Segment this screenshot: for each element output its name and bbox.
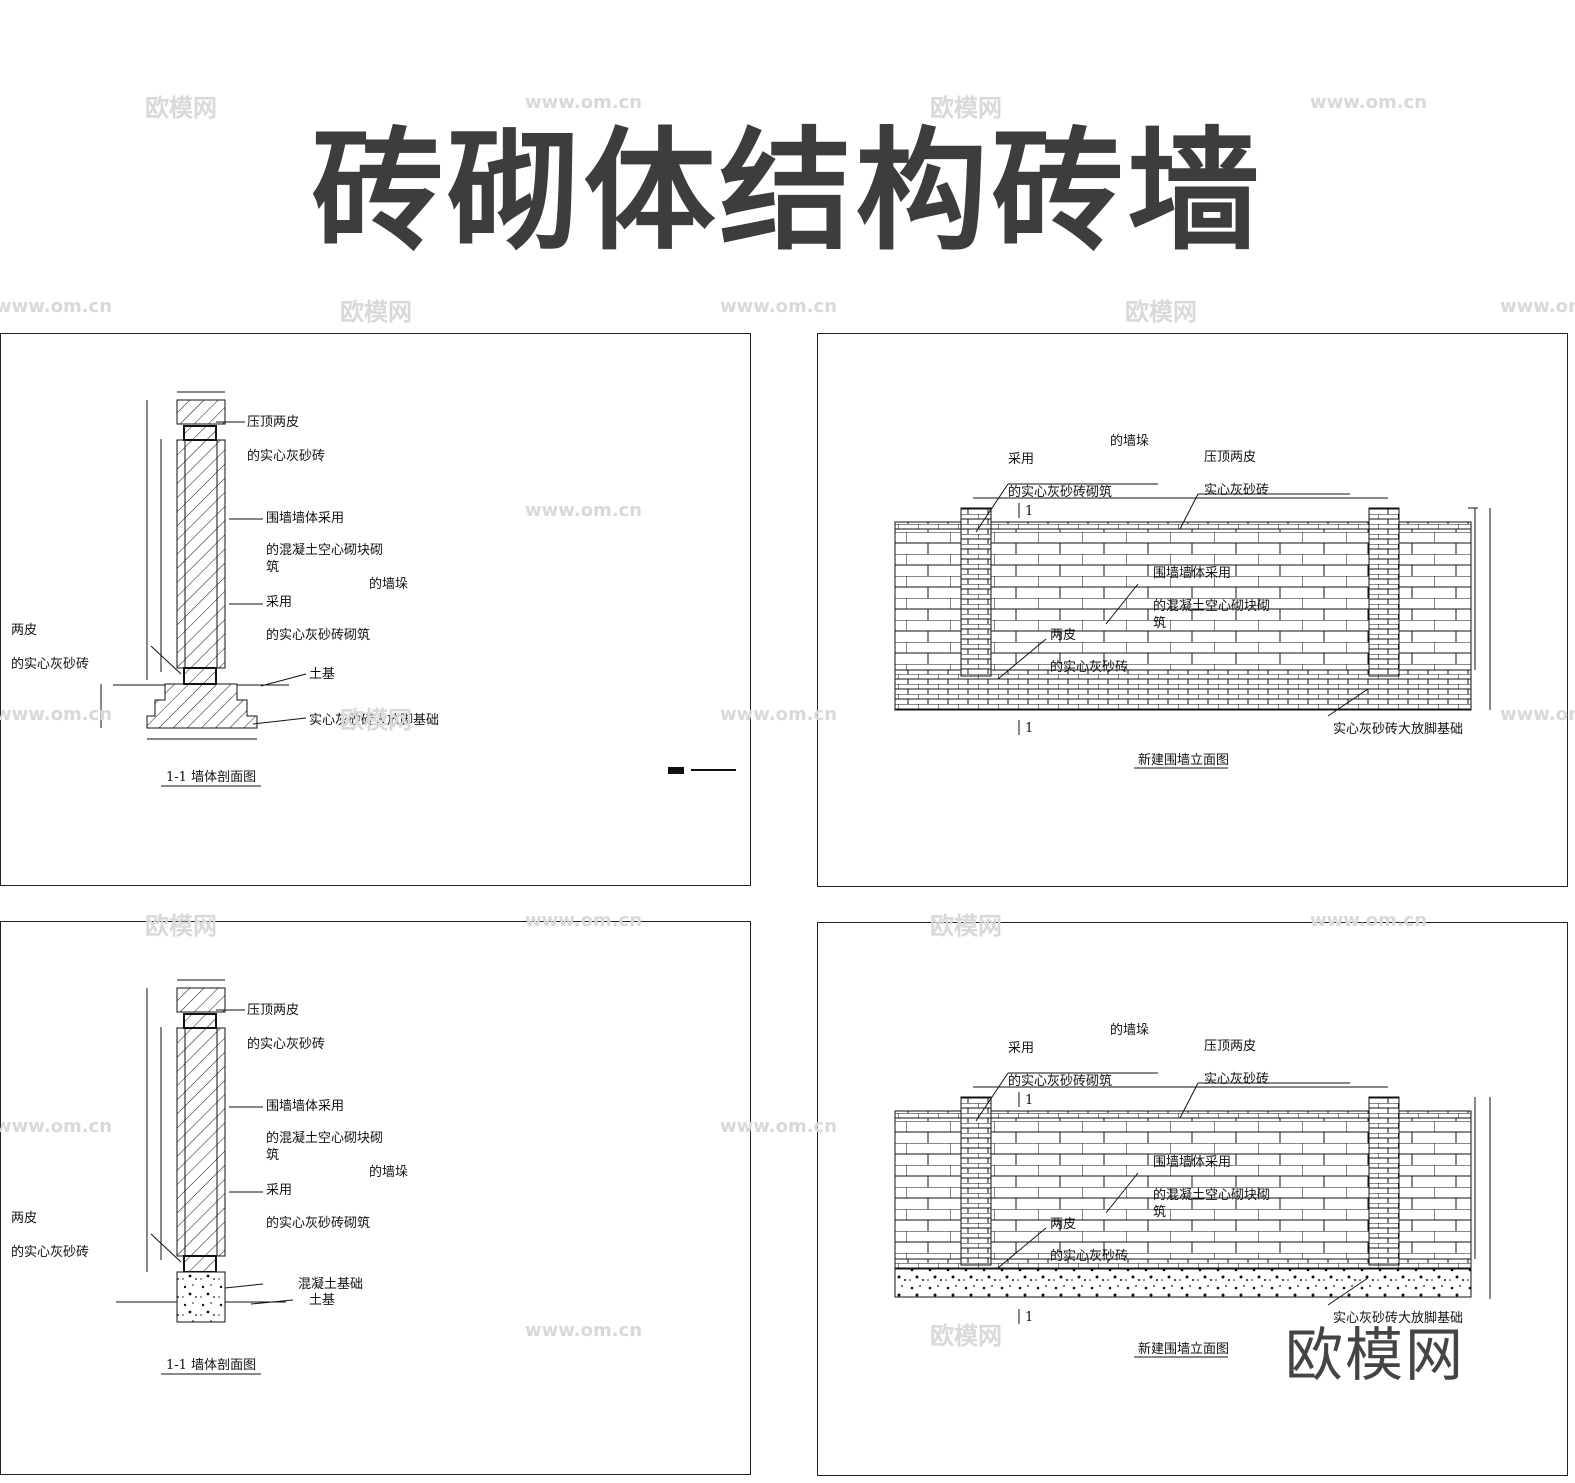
watermark-url: www.om.cn bbox=[525, 500, 643, 521]
label-pier-use: 采用 bbox=[266, 595, 292, 610]
label-cap-brick: 实心灰砂砖 bbox=[1204, 483, 1269, 498]
label-two-courses-brick: 的实心灰砂砖 bbox=[11, 656, 89, 672]
label-two-courses: 两皮 bbox=[1050, 1217, 1076, 1232]
section-mark: 1 bbox=[1025, 504, 1033, 519]
section-drawing-panel: 压顶两皮 的实心灰砂砖 围墙墙体采用 的混凝土空心砌块砌 筑 的墙垛 采用 的实… bbox=[0, 333, 751, 886]
watermark-url: www.om.cn bbox=[720, 704, 838, 725]
label-pier: 的墙垛 bbox=[369, 576, 408, 592]
page-title: 砖砌体结构砖墙 bbox=[311, 115, 1264, 269]
watermark-url: www.om.cn bbox=[525, 92, 643, 113]
label-wall-block: 的混凝土空心砌块砌 bbox=[266, 1130, 383, 1146]
watermark-brand: 欧模网 bbox=[340, 706, 412, 734]
watermark-url: www.om.cn bbox=[1500, 704, 1575, 725]
watermark-url: www.om.cn bbox=[0, 704, 113, 725]
label-footing: 实心灰砂砖大放脚基础 bbox=[1333, 721, 1463, 737]
label-pier: 的墙垛 bbox=[369, 1164, 408, 1180]
label-pier: 的墙垛 bbox=[1110, 1022, 1149, 1038]
label-wall-block: 的混凝土空心砌块砌 bbox=[1153, 1187, 1270, 1203]
watermark-brand: 欧模网 bbox=[930, 912, 1002, 940]
label-cap: 压顶两皮 bbox=[1204, 1039, 1256, 1054]
label-wall-material: 围墙墙体采用 bbox=[266, 511, 344, 526]
elevation-drawing-panel: 的墙垛 采用 压顶两皮 的实心灰砂砖砌筑 实心灰砂砖 围墙墙体采用 的混凝土空心… bbox=[817, 333, 1568, 887]
section-mark: 1 bbox=[1025, 1310, 1033, 1325]
label-wall-block-2: 筑 bbox=[1153, 615, 1166, 631]
label-pier-use: 采用 bbox=[266, 1183, 292, 1198]
label-wall-material: 围墙墙体采用 bbox=[1153, 1155, 1231, 1170]
label-wall-block-2: 筑 bbox=[266, 559, 279, 575]
watermark-url: www.om.cn bbox=[1310, 910, 1428, 931]
watermark-url: www.om.cn bbox=[525, 910, 643, 931]
elevation-drawing: 的墙垛 采用 压顶两皮 的实心灰砂砖砌筑 实心灰砂砖 围墙墙体采用 的混凝土空心… bbox=[894, 433, 1491, 769]
label-two-courses-brick: 的实心灰砂砖 bbox=[1050, 659, 1128, 675]
section-drawing-panel-concrete: 压顶两皮 的实心灰砂砖 围墙墙体采用 的混凝土空心砌块砌 筑 的墙垛 采用 的实… bbox=[0, 921, 751, 1475]
section-drawing: 压顶两皮 的实心灰砂砖 围墙墙体采用 的混凝土空心砌块砌 筑 的墙垛 采用 的实… bbox=[11, 391, 736, 787]
watermark-url: www.om.cn bbox=[1500, 296, 1575, 317]
section-drawing-concrete: 压顶两皮 的实心灰砂砖 围墙墙体采用 的混凝土空心砌块砌 筑 的墙垛 采用 的实… bbox=[11, 979, 408, 1375]
watermark-brand: 欧模网 bbox=[145, 94, 217, 122]
watermark-url: www.om.cn bbox=[525, 1320, 643, 1341]
watermark-url: www.om.cn bbox=[1310, 92, 1428, 113]
watermark-brand: 欧模网 bbox=[145, 912, 217, 940]
label-two-courses-brick: 的实心灰砂砖 bbox=[11, 1244, 89, 1260]
label-concrete-footing: 混凝土基础 bbox=[298, 1276, 363, 1292]
label-pier-brick: 的实心灰砂砖砌筑 bbox=[1008, 1073, 1112, 1089]
label-pier-brick: 的实心灰砂砖砌筑 bbox=[266, 1215, 370, 1231]
label-soil: 土基 bbox=[309, 1293, 335, 1308]
elevation-caption: 新建围墙立面图 bbox=[1138, 1341, 1229, 1357]
label-wall-block-2: 筑 bbox=[1153, 1204, 1166, 1220]
watermark-brand: 欧模网 bbox=[930, 94, 1002, 122]
label-wall-block: 的混凝土空心砌块砌 bbox=[1153, 598, 1270, 614]
label-cap-brick: 实心灰砂砖 bbox=[1204, 1072, 1269, 1087]
watermark-url: www.om.cn bbox=[720, 296, 838, 317]
label-two-courses: 两皮 bbox=[11, 623, 37, 638]
watermark-brand: 欧模网 bbox=[930, 1322, 1002, 1350]
label-soil: 土基 bbox=[309, 667, 335, 682]
watermark-brand: 欧模网 bbox=[1125, 298, 1197, 326]
label-cap: 压顶两皮 bbox=[247, 415, 299, 430]
label-cap: 压顶两皮 bbox=[1204, 450, 1256, 465]
label-pier-brick: 的实心灰砂砖砌筑 bbox=[1008, 484, 1112, 500]
elevation-drawing-concrete: 的墙垛 采用 压顶两皮 的实心灰砂砖砌筑 实心灰砂砖 围墙墙体采用 的混凝土空心… bbox=[894, 1022, 1491, 1358]
label-wall-block: 的混凝土空心砌块砌 bbox=[266, 542, 383, 558]
section-mark: 1 bbox=[1025, 1093, 1033, 1108]
label-pier-brick: 的实心灰砂砖砌筑 bbox=[266, 627, 370, 643]
watermark-url: www.om.cn bbox=[720, 1116, 838, 1137]
section-caption: 1-1 墙体剖面图 bbox=[166, 770, 256, 785]
section-caption: 1-1 墙体剖面图 bbox=[166, 1358, 256, 1373]
label-footing-brick: 实心灰砂砖大放脚基础 bbox=[309, 712, 439, 728]
watermark-url: www.om.cn bbox=[0, 1116, 113, 1137]
label-footing: 实心灰砂砖大放脚基础 bbox=[1333, 1310, 1463, 1326]
label-wall-material: 围墙墙体采用 bbox=[266, 1099, 344, 1114]
label-two-courses-brick: 的实心灰砂砖 bbox=[1050, 1248, 1128, 1264]
watermark-url: www.om.cn bbox=[0, 296, 113, 317]
label-cap: 压顶两皮 bbox=[247, 1003, 299, 1018]
elevation-caption: 新建围墙立面图 bbox=[1138, 752, 1229, 768]
label-cap-brick: 的实心灰砂砖 bbox=[247, 448, 325, 464]
watermark-brand: 欧模网 bbox=[340, 298, 412, 326]
label-pier: 的墙垛 bbox=[1110, 433, 1149, 449]
label-use: 采用 bbox=[1008, 452, 1034, 467]
label-use: 采用 bbox=[1008, 1041, 1034, 1056]
label-wall-block-2: 筑 bbox=[266, 1147, 279, 1163]
elevation-drawing-panel-concrete: 的墙垛 采用 压顶两皮 的实心灰砂砖砌筑 实心灰砂砖 围墙墙体采用 的混凝土空心… bbox=[817, 922, 1568, 1476]
label-two-courses: 两皮 bbox=[1050, 628, 1076, 643]
brand-logo: 欧模网 bbox=[1285, 1321, 1466, 1389]
label-cap-brick: 的实心灰砂砖 bbox=[247, 1036, 325, 1052]
section-mark: 1 bbox=[1025, 721, 1033, 736]
label-two-courses: 两皮 bbox=[11, 1211, 37, 1226]
label-wall-material: 围墙墙体采用 bbox=[1153, 566, 1231, 581]
